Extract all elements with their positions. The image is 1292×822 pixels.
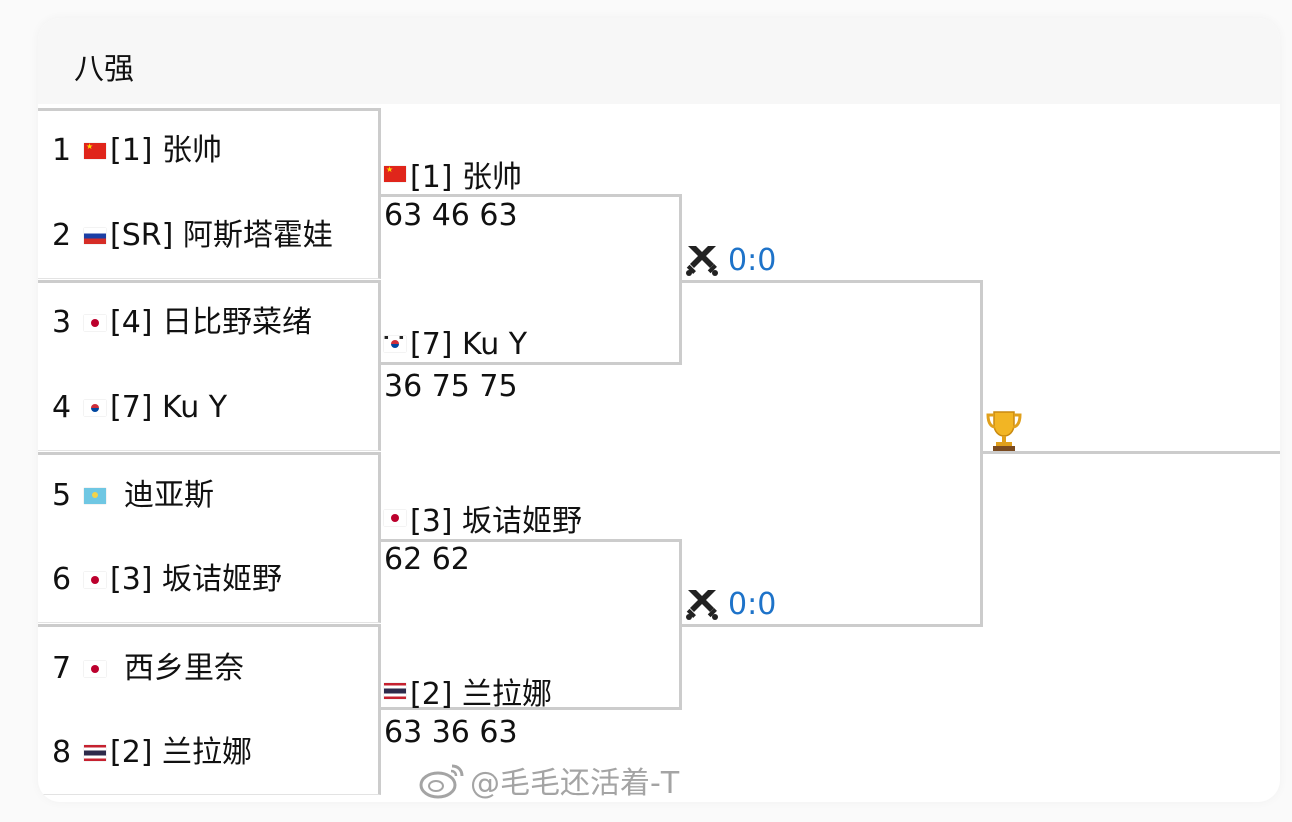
sf-head-to-head-1[interactable]: 0:0 — [684, 240, 776, 280]
watermark-text: @毛毛还活着-T — [470, 766, 680, 801]
winner-label: [2] 兰拉娜 — [410, 677, 553, 712]
player-row-5[interactable]: 5 迪亚斯 — [52, 475, 214, 517]
draw-number: 7 — [52, 651, 72, 686]
japan-flag-icon — [84, 661, 106, 677]
thailand-flag-icon — [384, 683, 406, 699]
qf-score-4: 63 36 63 — [384, 715, 518, 750]
bracket-header: 八强 — [38, 18, 1280, 104]
player-row-4[interactable]: 4 [7] Ku Y — [52, 387, 227, 429]
qf-score-2: 36 75 75 — [384, 369, 518, 404]
qf-winner-2[interactable]: [7] Ku Y — [384, 324, 527, 364]
sf-match-2 — [381, 539, 682, 710]
qf-match-2 — [38, 280, 381, 451]
qf-match-3 — [38, 452, 381, 623]
bracket-card: 八强 1 [1] 张帅 2 [SR] 阿斯塔霍娃 3 [4] 日比野菜绪 4 — [38, 18, 1280, 802]
russia-flag-icon — [84, 228, 106, 244]
player-seed: [SR] — [110, 218, 183, 253]
player-row-6[interactable]: 6 [3] 坂诘姬野 — [52, 559, 282, 601]
draw-number: 6 — [52, 562, 72, 597]
draw-number: 5 — [52, 478, 72, 513]
watermark: @毛毛还活着-T — [418, 758, 679, 802]
player-seed: [7] — [110, 390, 163, 425]
player-row-3[interactable]: 3 [4] 日比野菜绪 — [52, 302, 312, 344]
sf-head-to-head-2[interactable]: 0:0 — [684, 584, 776, 624]
player-name: 迪亚斯 — [124, 478, 214, 513]
winner-label: [3] 坂诘姬野 — [410, 504, 583, 539]
player-name: 兰拉娜 — [162, 735, 253, 770]
korea-flag-icon — [384, 336, 406, 352]
china-flag-icon — [84, 143, 106, 159]
player-name: 张帅 — [162, 133, 223, 168]
player-name: 西乡里奈 — [124, 651, 244, 686]
qf-winner-4[interactable]: [2] 兰拉娜 — [384, 671, 553, 712]
draw-number: 2 — [52, 218, 72, 253]
head-to-head-value: 0:0 — [728, 242, 777, 278]
sf-match-1 — [381, 194, 682, 365]
bracket: 1 [1] 张帅 2 [SR] 阿斯塔霍娃 3 [4] 日比野菜绪 4 [7] … — [38, 18, 1280, 802]
qf-winner-3[interactable]: [3] 坂诘姬野 — [384, 498, 583, 539]
round-title: 八强 — [74, 52, 134, 87]
weibo-icon — [419, 764, 464, 799]
draw-number: 4 — [52, 390, 72, 425]
player-name: 阿斯塔霍娃 — [182, 218, 333, 253]
final-line — [983, 451, 1280, 454]
player-row-1[interactable]: 1 [1] 张帅 — [52, 130, 222, 172]
final-match — [682, 280, 983, 627]
japan-flag-icon — [84, 315, 106, 331]
kazakhstan-flag-icon — [84, 488, 106, 504]
player-row-8[interactable]: 8 [2] 兰拉娜 — [52, 732, 252, 774]
draw-number: 1 — [52, 133, 72, 168]
player-seed: [2] — [110, 735, 163, 770]
player-name: Ku Y — [162, 390, 228, 425]
player-seed: [1] — [110, 133, 163, 168]
player-row-2[interactable]: 2 [SR] 阿斯塔霍娃 — [52, 215, 333, 257]
head-to-head-value: 0:0 — [728, 586, 777, 622]
crossed-swords-icon — [686, 246, 718, 276]
player-row-7[interactable]: 7 西乡里奈 — [52, 648, 244, 690]
qf-winner-1[interactable]: [1] 张帅 — [384, 154, 523, 195]
thailand-flag-icon — [84, 745, 106, 761]
player-name: 日比野菜绪 — [162, 305, 313, 340]
crossed-swords-icon — [686, 590, 718, 620]
player-seed: [4] — [110, 305, 163, 340]
player-name: 坂诘姬野 — [162, 562, 283, 597]
korea-flag-icon — [84, 400, 106, 416]
qf-score-1: 63 46 63 — [384, 198, 518, 233]
draw-number: 8 — [52, 735, 72, 770]
qf-match-1 — [38, 108, 381, 279]
winner-label: [7] Ku Y — [410, 326, 528, 362]
japan-flag-icon — [384, 510, 406, 526]
draw-number: 3 — [52, 305, 72, 340]
winner-label: [1] 张帅 — [410, 160, 523, 195]
qf-score-3: 62 62 — [384, 542, 470, 577]
player-seed: [3] — [110, 562, 163, 597]
qf-match-4 — [38, 624, 381, 795]
japan-flag-icon — [84, 572, 106, 588]
china-flag-icon — [384, 166, 406, 182]
trophy-icon — [986, 411, 1022, 451]
